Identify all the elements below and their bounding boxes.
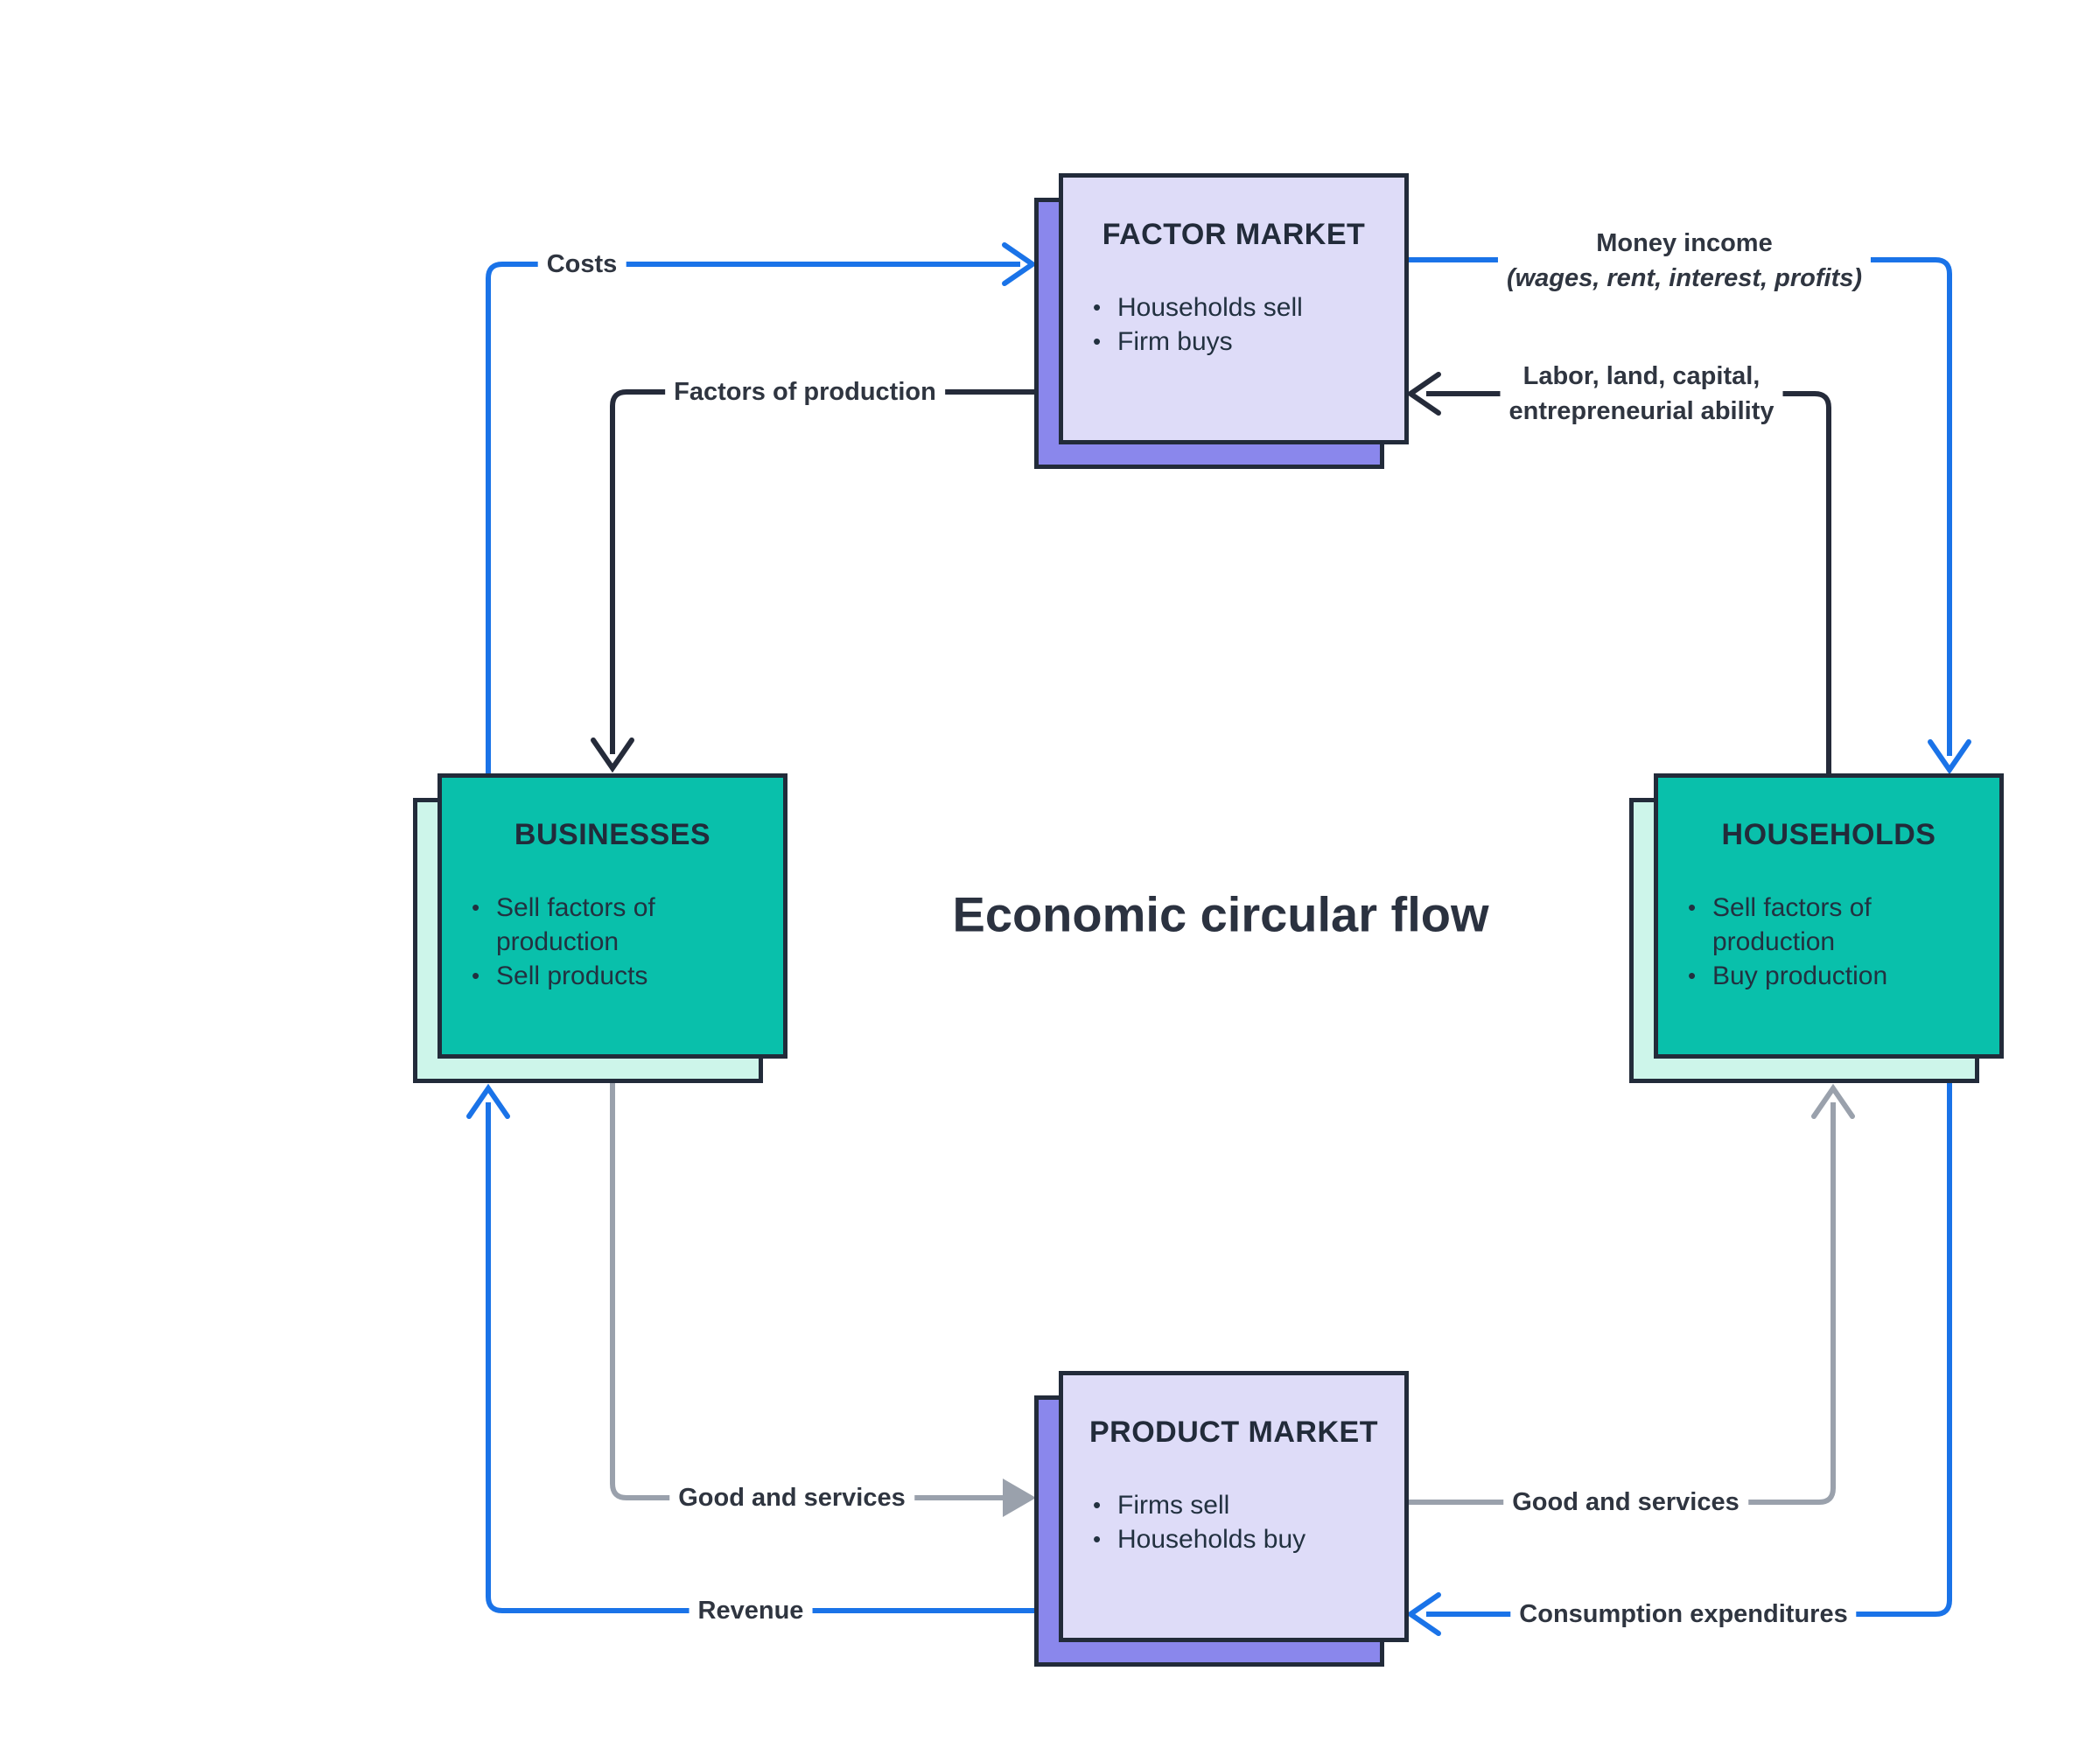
list-item: Sell products: [470, 959, 732, 993]
labor-line: [1426, 391, 1831, 773]
labor-label-line1: Labor, land, capital,: [1522, 362, 1760, 390]
list-item: Households buy: [1091, 1522, 1354, 1556]
list-item: Firm buys: [1091, 325, 1354, 359]
goods-services-left-connector: [610, 1059, 1036, 1517]
money-income-line: [1409, 257, 1952, 756]
product-market-box-main: PRODUCT MARKET Firms sell Households buy: [1059, 1371, 1409, 1642]
labor-land-capital-connector: [1405, 372, 1831, 773]
costs-connector: [486, 242, 1038, 773]
factors-of-production-label: Factors of production: [665, 374, 945, 410]
product-market-list: Firms sell Households buy: [1063, 1488, 1404, 1556]
goods-services-right-line: [1409, 1102, 1836, 1505]
revenue-connector: [466, 1083, 1034, 1613]
goods-services-right-connector: [1409, 1083, 1855, 1505]
consumption-expenditures-connector: [1405, 1083, 1952, 1636]
households-list: Sell factors of production Buy productio…: [1658, 891, 1999, 993]
list-item: Buy production: [1686, 959, 1949, 993]
revenue-label: Revenue: [689, 1592, 813, 1629]
consumption-line: [1426, 1083, 1952, 1617]
factor-market-title: FACTOR MARKET: [1102, 218, 1366, 251]
money-income-connector: [1409, 257, 1971, 775]
money-income-label-line2: (wages, rent, interest, profits): [1506, 264, 1863, 292]
costs-line: [486, 262, 1020, 773]
list-item: Households sell: [1091, 290, 1354, 325]
households-box-main: HOUSEHOLDS Sell factors of production Bu…: [1654, 773, 2004, 1059]
list-item: Sell factors of production: [1686, 891, 1949, 959]
revenue-arrowhead-icon: [466, 1083, 510, 1119]
consumption-arrowhead-icon: [1405, 1592, 1441, 1636]
goods-services-right-arrowhead-icon: [1811, 1083, 1855, 1119]
labor-arrowhead-icon: [1405, 372, 1441, 416]
factor-market-box-main: FACTOR MARKET Households sell Firm buys: [1059, 173, 1409, 444]
costs-arrowhead-icon: [1002, 242, 1038, 286]
page-title: Economic circular flow: [952, 886, 1489, 942]
factor-market-list: Households sell Firm buys: [1063, 290, 1404, 359]
goods-services-left-label: Good and services: [669, 1479, 914, 1516]
factors-arrowhead-icon: [591, 738, 634, 773]
goods-services-left-line: [610, 1059, 1006, 1500]
labor-land-capital-label: Labor, land, capital, entrepreneurial ab…: [1500, 358, 1783, 430]
money-income-label-line1: Money income: [1596, 229, 1773, 257]
factors-of-production-connector: [591, 389, 1034, 773]
consumption-expenditures-label: Consumption expenditures: [1510, 1596, 1857, 1633]
factors-line: [610, 389, 1034, 754]
businesses-list: Sell factors of production Sell products: [442, 891, 783, 993]
list-item: Firms sell: [1091, 1488, 1354, 1522]
goods-services-right-label: Good and services: [1503, 1484, 1748, 1521]
product-market-title: PRODUCT MARKET: [1089, 1416, 1378, 1449]
households-title: HOUSEHOLDS: [1721, 818, 1936, 851]
businesses-title: BUSINESSES: [514, 818, 711, 851]
costs-label: Costs: [537, 246, 626, 283]
list-item: Sell factors of production: [470, 891, 732, 959]
labor-label-line2: entrepreneurial ability: [1508, 397, 1774, 425]
goods-services-left-arrowhead-icon: [1003, 1479, 1036, 1517]
businesses-box-main: BUSINESSES Sell factors of production Se…: [438, 773, 788, 1059]
money-income-arrowhead-icon: [1928, 739, 1971, 775]
revenue-line: [486, 1102, 1034, 1613]
money-income-label: Money income (wages, rent, interest, pro…: [1497, 225, 1872, 297]
